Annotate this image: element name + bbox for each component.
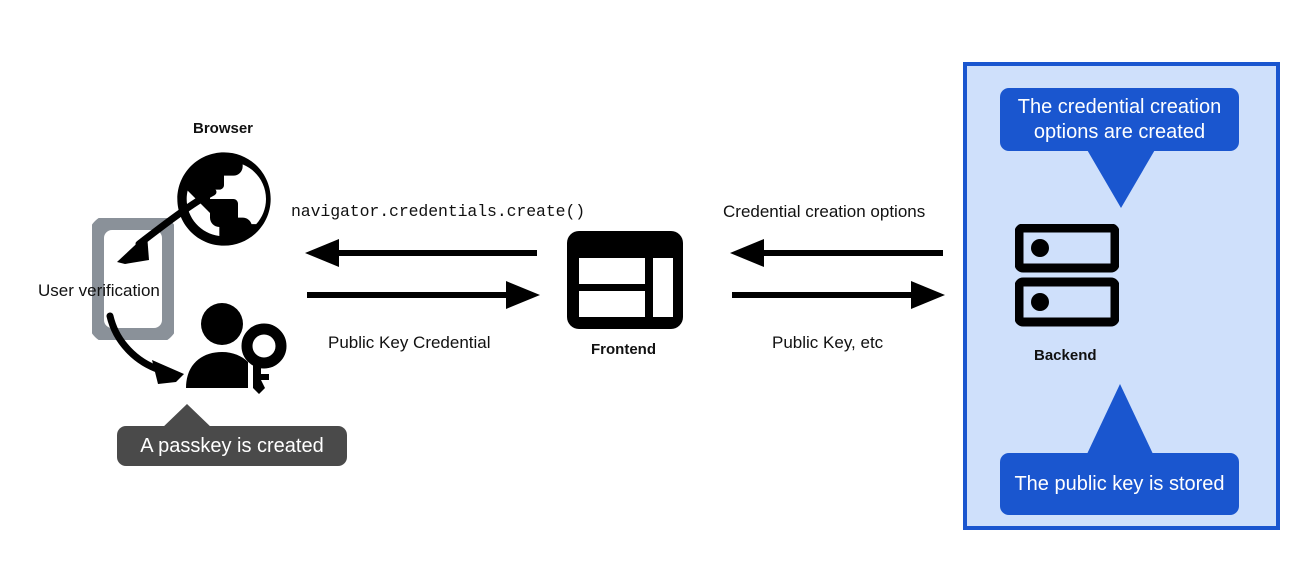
- backend-bottom-tooltip-pointer: [1087, 384, 1153, 454]
- passkey-tooltip: A passkey is created: [117, 426, 347, 466]
- public-key-etc-label: Public Key, etc: [772, 333, 884, 352]
- backend-top-tooltip: The credential creation options are crea…: [1000, 88, 1239, 151]
- globe-to-device-arrow: [95, 180, 225, 280]
- backend-label: Backend: [1034, 347, 1097, 364]
- backend-outbound-arrow: [730, 280, 945, 310]
- backend-bottom-tooltip-text: The public key is stored: [1014, 472, 1225, 495]
- browser-outbound-arrow: [305, 280, 540, 310]
- navigator-create-label: navigator.credentials.create(): [291, 202, 586, 221]
- backend-top-tooltip-text: The credential creation options are crea…: [1017, 96, 1222, 143]
- backend-bottom-tooltip: The public key is stored: [1000, 453, 1239, 515]
- person-with-key-icon: [186, 302, 292, 394]
- smartphone-icon: [92, 218, 174, 340]
- device-to-user-arrow: [98, 312, 218, 392]
- user-verification-label: User verification: [38, 281, 160, 300]
- credential-creation-options-label: Credential creation options: [723, 202, 926, 221]
- web-layout-icon: [567, 231, 683, 329]
- public-key-credential-label: Public Key Credential: [328, 333, 491, 352]
- browser-inbound-arrow: [305, 238, 540, 268]
- backend-top-tooltip-pointer: [1086, 148, 1156, 208]
- globe-icon: [168, 143, 280, 255]
- passkey-tooltip-text: A passkey is created: [140, 434, 324, 457]
- passkey-tooltip-pointer: [160, 404, 214, 430]
- backend-inbound-arrow: [730, 238, 945, 268]
- frontend-label: Frontend: [591, 341, 656, 358]
- server-rack-icon: [1015, 224, 1119, 328]
- browser-label: Browser: [193, 120, 254, 137]
